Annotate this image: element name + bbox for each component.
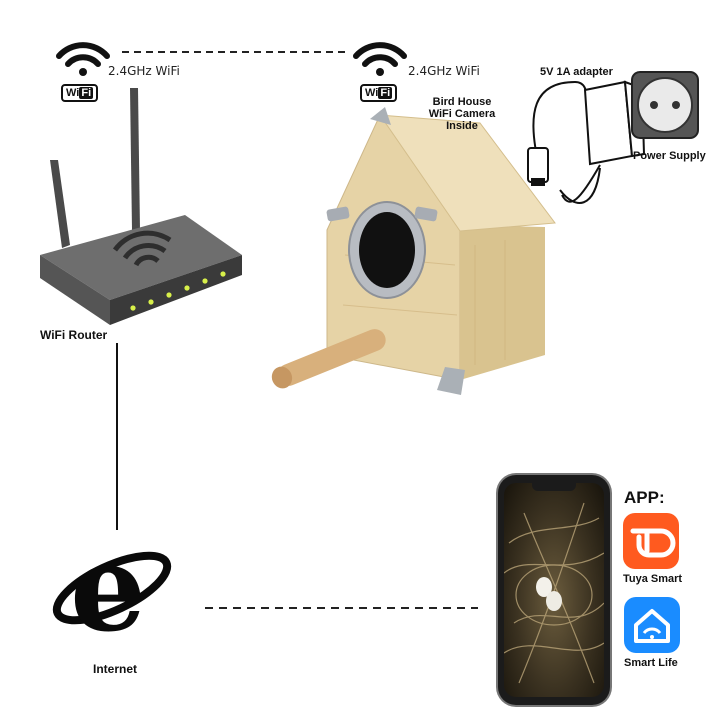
router-label: WiFi Router xyxy=(40,328,108,342)
birdhouse-label-line2: WiFi Camera xyxy=(428,108,496,120)
internet-e-icon: e xyxy=(52,518,172,659)
birdhouse-label-line3: Inside xyxy=(446,120,478,132)
home-wifi-icon xyxy=(624,597,680,653)
tuya-t-icon xyxy=(623,513,679,569)
birdhouse-label-line1: Bird House xyxy=(432,96,492,108)
wifi-badge-right-fi: Fi xyxy=(378,87,393,99)
app-smart-life[interactable]: Smart Life xyxy=(624,597,684,669)
internet-label: Internet xyxy=(93,662,138,676)
svg-text:e: e xyxy=(70,518,146,659)
wifi-label-left: 2.4GHz WiFi xyxy=(108,64,180,78)
wifi-label-right: 2.4GHz WiFi xyxy=(408,64,480,78)
birdhouse-label: Bird House WiFi Camera Inside xyxy=(422,96,502,132)
adapter-label: 5V 1A adapter xyxy=(540,66,613,78)
app-name-smart-life: Smart Life xyxy=(624,657,678,669)
wifi-badge-left-fi: Fi xyxy=(79,87,94,99)
router-icon xyxy=(40,88,242,325)
phone-screen xyxy=(504,483,604,697)
wifi-badge-right-wi: Wi xyxy=(365,87,379,99)
birdhouse-image xyxy=(271,107,556,395)
app-name-tuya: Tuya Smart xyxy=(623,573,683,585)
power-supply-label: Power Supply xyxy=(633,150,706,162)
wifi-signal-icon-left xyxy=(56,42,110,76)
nest-camera-feed xyxy=(504,502,604,684)
app-title: APP: xyxy=(624,488,665,507)
smartphone xyxy=(498,475,610,705)
wifi-badge-left-wi: Wi xyxy=(66,87,80,99)
power-adapter-icon xyxy=(527,71,699,204)
wifi-signal-icon-right xyxy=(353,42,407,76)
app-tuya-smart[interactable]: Tuya Smart xyxy=(623,513,683,585)
phone-notch xyxy=(532,483,576,491)
